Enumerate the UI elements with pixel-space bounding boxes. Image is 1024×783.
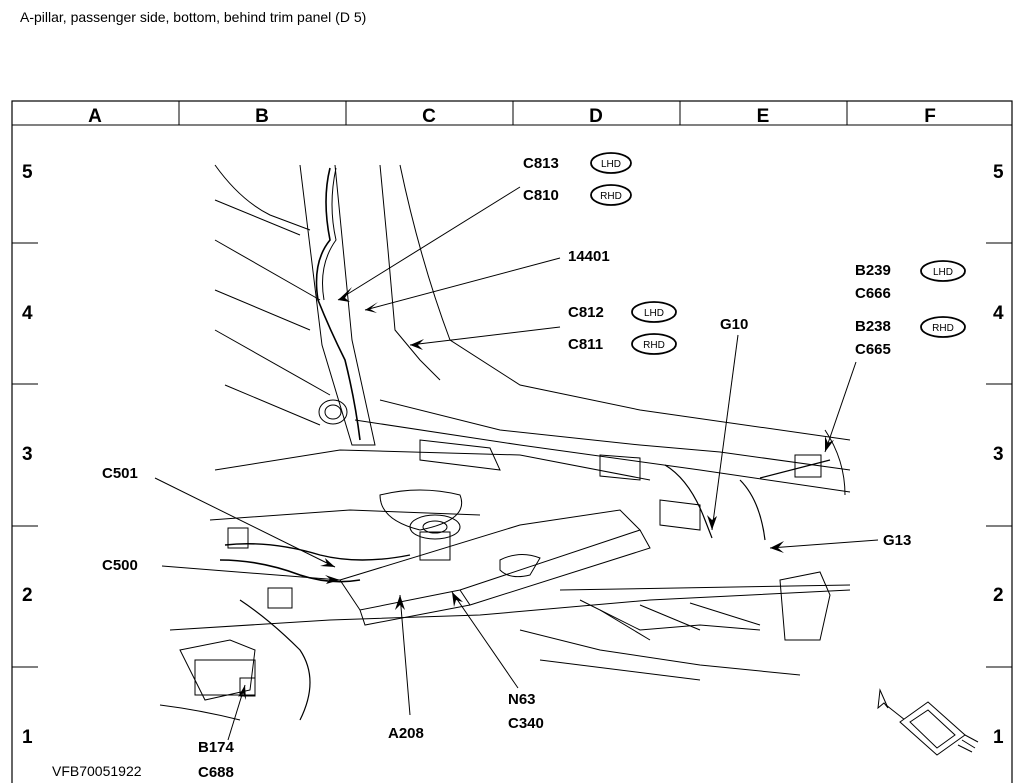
sill-lower-edge [354,419,851,493]
diagram-caption: A-pillar, passenger side, bottom, behind… [20,9,367,25]
svg-text:LHD: LHD [933,267,953,278]
leader-b238 [824,361,857,453]
badge-rhd-b238: RHD [920,316,966,338]
door-sill-top [399,164,851,441]
label-c500: C500 [102,557,138,574]
vehicle-orientation-icon [877,688,979,756]
column-label-d: D [589,106,603,127]
module-body [339,509,641,611]
label-c340: C340 [508,715,544,732]
leader-g13 [769,539,879,549]
label-c813: C813 [523,155,559,172]
label-14401: 14401 [568,248,610,265]
leader-c812 [409,326,561,346]
right-connector-body [794,454,822,478]
leader-a208 [399,594,411,716]
column-ticks [178,101,848,125]
seat-riser [779,571,831,641]
diagram-frame [11,100,1013,783]
floor-rear-edge [169,589,851,631]
leader-lines [154,186,879,741]
callout-labels: C813 C810 14401 C812 C811 G10 B239 C666 … [102,155,911,781]
dash-edge [214,164,311,231]
lower-bracket [179,639,256,701]
column-label-e: E [757,106,770,127]
leader-n63 [451,591,519,689]
badge-lhd-b239: LHD [920,260,966,282]
floor-pan-recess [379,489,462,531]
row-ticks [12,242,1012,668]
svg-text:LHD: LHD [601,159,621,170]
reference-id: VFB70051922 [52,763,142,779]
pillar-grommet [318,399,348,425]
label-c812: C812 [568,304,604,321]
label-b174: B174 [198,739,235,756]
label-g13: G13 [883,532,911,549]
svg-text:RHD: RHD [643,340,665,351]
column-label-f: F [924,106,936,127]
leader-b174 [227,684,246,741]
pillar-harness [315,167,361,441]
badge-lhd-c812: LHD [631,301,677,323]
label-n63: N63 [508,691,536,708]
column-label-b: B [255,106,269,127]
label-c688: C688 [198,764,234,781]
row-label-2-left: 2 [22,585,33,606]
leader-c813 [337,186,521,301]
svg-text:LHD: LHD [644,308,664,319]
rear-harness [664,464,713,539]
label-c811: C811 [568,336,603,353]
row-label-1-left: 1 [22,727,33,748]
row-label-2-right: 2 [993,585,1004,606]
leader-g10 [711,334,739,531]
label-c810: C810 [523,187,559,204]
row-labels: 5 5 4 4 3 3 2 2 1 1 [22,162,1004,748]
a-pillar [299,164,376,446]
leader-c500 [161,565,341,581]
row-label-1-right: 1 [993,727,1004,748]
row-label-5-right: 5 [993,162,1004,183]
badge-rhd-c810: RHD [590,184,632,206]
leader-arrowheads [238,287,834,700]
vehicle-drawing [159,164,851,721]
leader-c501 [154,477,336,568]
column-labels: A B C D E F [88,106,936,127]
label-c665: C665 [855,341,891,358]
row-label-3-right: 3 [993,444,1004,465]
svg-text:RHD: RHD [932,323,954,334]
svg-text:RHD: RHD [600,191,622,202]
column-label-c: C [422,106,436,127]
floor-front-edge [214,449,651,481]
drive-side-badges: LHD RHD LHD RHD LHD RHD [590,152,966,355]
badge-rhd-c811: RHD [631,333,677,355]
label-a208: A208 [388,725,424,742]
label-c501: C501 [102,465,138,482]
row-label-4-right: 4 [993,303,1004,324]
label-b239: B239 [855,262,891,279]
a-pillar-inner [379,164,441,381]
leader-14401 [364,257,561,311]
column-label-a: A [88,106,102,127]
label-g10: G10 [720,316,748,333]
label-c666: C666 [855,285,891,302]
row-label-4-left: 4 [22,303,33,324]
row-label-5-left: 5 [22,162,33,183]
label-b238: B238 [855,318,891,335]
row-label-3-left: 3 [22,444,33,465]
upper-connector-body [419,531,451,561]
badge-lhd-c813: LHD [590,152,632,174]
front-harness [219,559,361,583]
